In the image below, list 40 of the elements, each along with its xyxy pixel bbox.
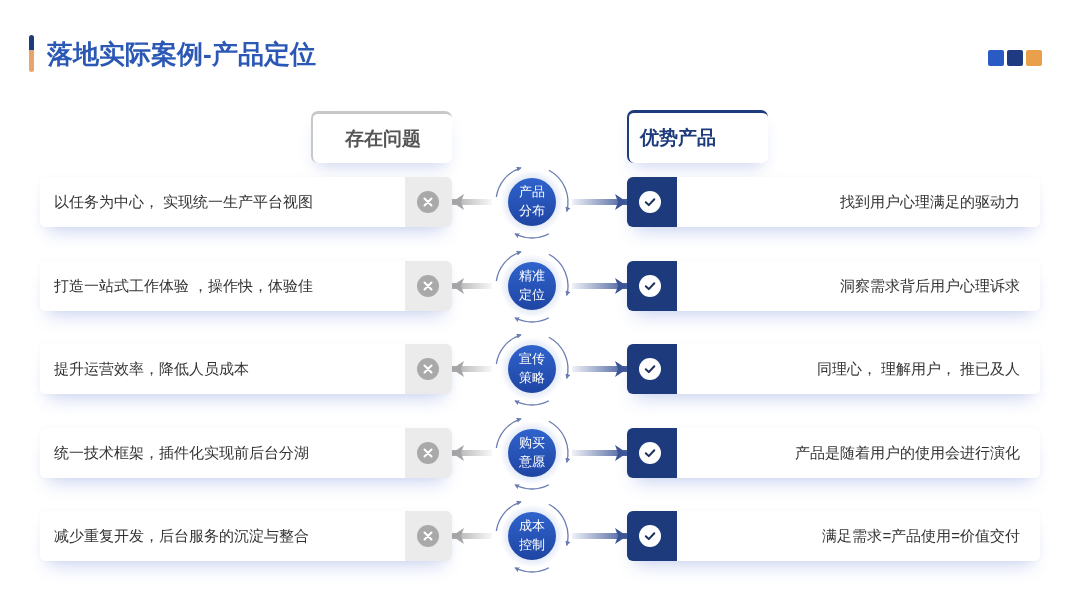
advantage-card <box>627 511 1040 561</box>
arrow <box>452 194 492 210</box>
problem-text: 提升运营效率，降低人员成本 <box>54 359 249 379</box>
column-heading: 优势产品 <box>640 126 716 150</box>
problem-text: 减少重复开发，后台服务的沉淀与整合 <box>54 526 309 546</box>
problem-text: 统一技术框架，插件化实现前后台分湖 <box>54 443 309 463</box>
problem-card <box>40 428 452 478</box>
arrow <box>452 445 492 461</box>
arrow <box>572 278 627 294</box>
problem-card <box>40 511 452 561</box>
arrow <box>452 278 492 294</box>
advantage-text: 满足需求=产品使用=价值交付 <box>822 526 1020 546</box>
arrow <box>452 528 492 544</box>
problem-text: 打造一站式工作体验 ，操作快，体验佳 <box>54 276 314 296</box>
advantage-text: 产品是随着用户的使用会进行演化 <box>795 443 1020 463</box>
step-label: 成本控制 <box>519 517 545 554</box>
arrow <box>572 194 627 210</box>
step-label: 宣传策略 <box>519 350 545 387</box>
problem-text: 以任务为中心， 实现统一生产平台视图 <box>54 192 314 212</box>
arrow <box>572 528 627 544</box>
step-label: 产品分布 <box>519 183 545 220</box>
advantage-text: 找到用户心理满足的驱动力 <box>840 192 1020 212</box>
arrow <box>452 361 492 377</box>
slide-title: 落地实际案例-产品定位 <box>47 38 316 71</box>
column-heading: 存在问题 <box>344 126 421 151</box>
problem-card <box>40 344 452 394</box>
arrow <box>572 445 627 461</box>
advantage-card <box>627 428 1040 478</box>
step-label: 购买意愿 <box>519 434 545 471</box>
step-label: 精准定位 <box>519 267 545 304</box>
advantage-text: 洞察需求背后用户心理诉求 <box>840 276 1020 296</box>
column-header-tab <box>627 110 768 163</box>
column-header-tab <box>311 111 452 163</box>
advantage-card <box>627 177 1040 227</box>
advantage-card <box>627 261 1040 311</box>
problem-card <box>40 177 452 227</box>
arrow <box>572 361 627 377</box>
problem-card <box>40 261 452 311</box>
advantage-text: 同理心， 理解用户， 推已及人 <box>816 359 1020 379</box>
advantage-card <box>627 344 1040 394</box>
